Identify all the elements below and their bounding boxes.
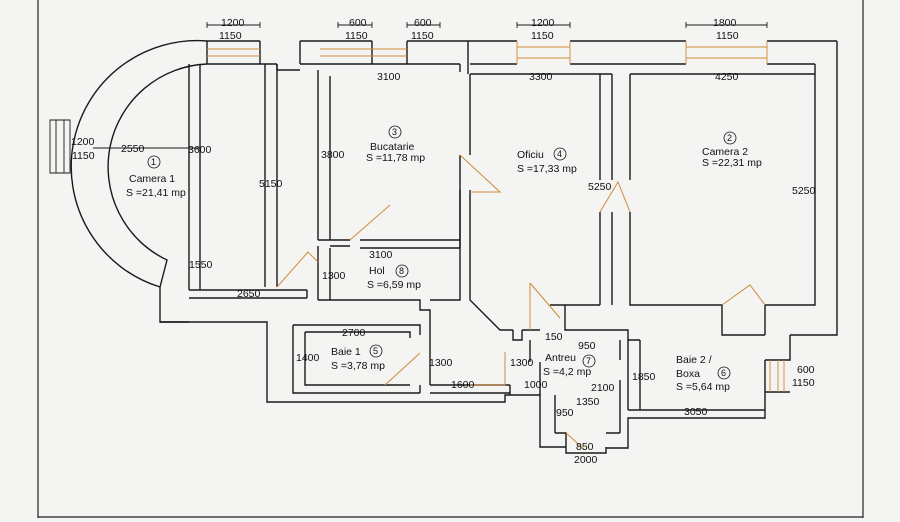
room-name: Oficiu <box>517 149 544 161</box>
dim-bucatarie-h: 3800 <box>321 149 345 161</box>
dim-950b: 950 <box>556 407 574 419</box>
dim-1350: 1350 <box>576 396 600 408</box>
room-camera2: 2 Camera 2 S =22,31 mp <box>702 131 762 169</box>
room-number: 6 <box>721 368 726 378</box>
dim-wl-bot: 1150 <box>72 150 95 162</box>
room-number: 1 <box>151 157 156 167</box>
dimension-lines <box>93 22 768 290</box>
dim-1600: 1600 <box>451 379 475 391</box>
room-area: S =22,31 mp <box>702 157 762 169</box>
dim-hol-bot-h: 1300 <box>510 357 534 369</box>
dimension-labels: 1200 1150 600 1150 600 1150 1200 1150 18… <box>71 17 816 466</box>
dim-baie1-h: 1400 <box>296 352 320 364</box>
dim-camera2-top: 4250 <box>715 71 739 83</box>
doors <box>276 154 766 451</box>
dim-oficiu-top: 3300 <box>529 71 553 83</box>
room-name: Baie 2 / <box>676 354 712 366</box>
dim-wr-top: 600 <box>797 364 815 376</box>
room-oficiu: Oficiu 4 S =17,33 mp <box>517 147 577 175</box>
dim-5150: 5150 <box>259 178 283 190</box>
dim-w4-top: 1200 <box>531 17 555 29</box>
dim-w3-bot: 1150 <box>411 30 434 42</box>
dim-150: 150 <box>545 331 563 343</box>
room-number: 5 <box>373 346 378 356</box>
windows <box>49 41 785 392</box>
room-hol: Hol 8 S =6,59 mp <box>367 264 421 291</box>
dim-hol-h: 1300 <box>322 270 346 282</box>
room-area: S =11,78 mp <box>366 152 425 164</box>
room-area: S =4,2 mp <box>543 366 591 378</box>
room-baie1: Baie 1 5 S =3,78 mp <box>331 344 385 372</box>
dim-camera1-r: 2550 <box>121 143 145 155</box>
room-name: Camera 2 <box>702 146 748 158</box>
room-antreu: Antreu 7 S =4,2 mp <box>543 352 596 378</box>
room-bucatarie: 3 Bucatarie S =11,78 mp <box>366 125 425 164</box>
dim-w4-bot: 1150 <box>531 30 554 42</box>
dim-w5-top: 1800 <box>713 17 737 29</box>
room-name: Camera 1 <box>129 173 175 185</box>
room-number: 3 <box>392 127 397 137</box>
dim-wl-top: 1200 <box>71 136 95 148</box>
room-name: Antreu <box>545 352 576 364</box>
room-area: S =6,59 mp <box>367 279 421 291</box>
room-name: Baie 1 <box>331 346 361 358</box>
dim-1850: 1850 <box>632 371 656 383</box>
dim-w2-bot: 1150 <box>345 30 368 42</box>
interior-walls <box>188 64 765 433</box>
dim-w1-bot: 1150 <box>219 30 242 42</box>
room-number: 4 <box>557 149 562 159</box>
dim-bucatarie-top: 3100 <box>377 71 401 83</box>
room-camera1: 1 Camera 1 S =21,41 mp <box>126 155 186 199</box>
dim-wr-bot: 1150 <box>792 377 815 389</box>
dim-w5-bot: 1150 <box>716 30 739 42</box>
outer-walls <box>70 39 838 454</box>
dim-w2-top: 600 <box>349 17 367 29</box>
dim-camera1-bot: 2650 <box>237 288 261 300</box>
dim-baie1-w: 2700 <box>342 327 366 339</box>
room-number-circle <box>147 155 161 169</box>
room-baie2: Baie 2 / Boxa 6 S =5,64 mp <box>676 354 731 393</box>
page-frame <box>37 0 864 518</box>
room-area: S =5,64 mp <box>676 381 730 393</box>
room-area: S =3,78 mp <box>331 360 385 372</box>
dim-baie1-r: 1300 <box>429 357 453 369</box>
dim-w1-top: 1200 <box>221 17 245 29</box>
dim-hol-top: 3100 <box>369 249 393 261</box>
dim-w3-top: 600 <box>414 17 432 29</box>
dim-1550: 1550 <box>189 259 213 271</box>
dim-camera1-v: 3600 <box>188 144 212 156</box>
room-name: Bucatarie <box>370 141 415 153</box>
dim-oficiu-h: 5250 <box>588 181 612 193</box>
dim-camera2-h: 5250 <box>792 185 816 197</box>
room-area: S =17,33 mp <box>517 163 577 175</box>
dim-850: 850 <box>576 441 594 453</box>
room-name-line2: Boxa <box>676 368 700 380</box>
dim-1000: 1000 <box>524 379 548 391</box>
dim-950a: 950 <box>578 340 596 352</box>
room-name: Hol <box>369 265 385 277</box>
room-number: 7 <box>586 356 591 366</box>
dim-3050: 3050 <box>684 406 708 418</box>
room-area: S =21,41 mp <box>126 187 186 199</box>
room-number: 2 <box>727 133 732 143</box>
dim-2100: 2100 <box>591 382 615 394</box>
room-number: 8 <box>399 266 404 276</box>
dim-2000: 2000 <box>574 454 598 466</box>
